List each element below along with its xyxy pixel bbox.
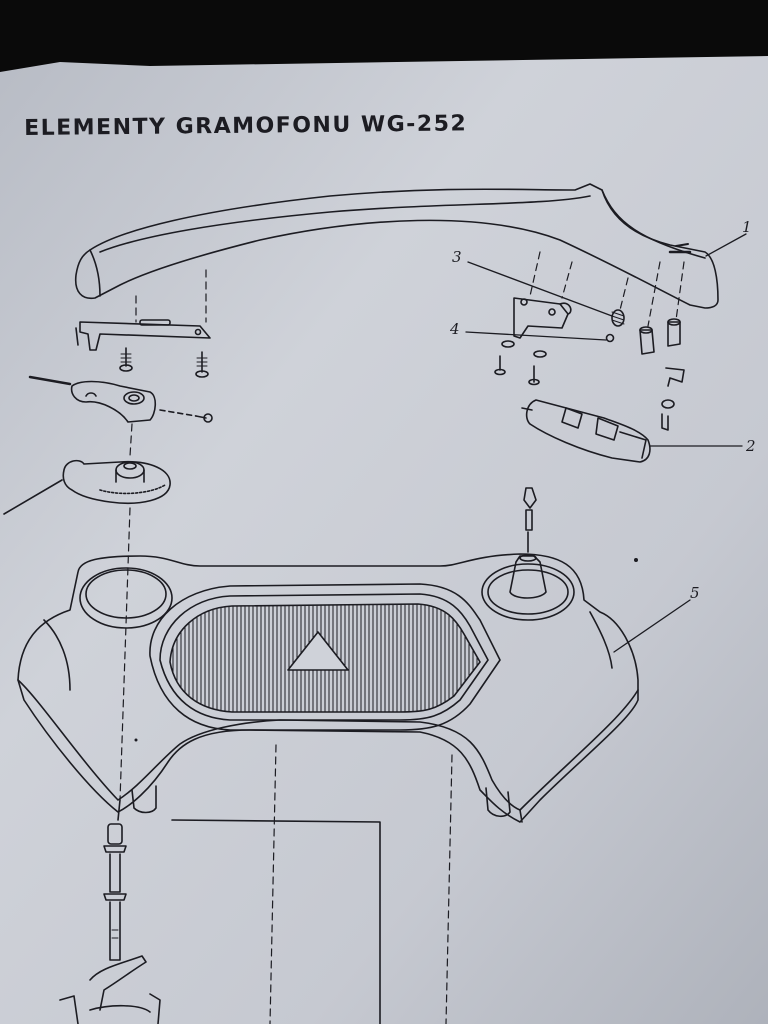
- callout-2: 2: [649, 437, 756, 455]
- right-bracket: [513, 297, 572, 339]
- left-bracket-plate: [75, 319, 211, 351]
- lever-arm: [28, 375, 213, 423]
- callout-3: 3: [452, 248, 613, 317]
- lower-bracket: [59, 819, 381, 1024]
- ink-speck: [134, 738, 138, 742]
- screw-left-1: [119, 347, 133, 372]
- ink-speck: [634, 558, 638, 562]
- callout-label-5: 5: [690, 584, 700, 602]
- washer-screws-right: [494, 340, 547, 386]
- screw-left-2: [195, 351, 209, 378]
- callout-1: 1: [705, 218, 752, 257]
- callout-label-3: 3: [452, 248, 462, 266]
- part-1-cover-arm: [74, 183, 719, 309]
- callout-label-1: 1: [742, 218, 752, 236]
- assembly-lines-right: [529, 251, 685, 327]
- spring-part-3: [605, 309, 625, 343]
- callout-label-4: 4: [449, 320, 460, 338]
- lower-shaft-assembly: [103, 823, 127, 961]
- part-5-base: [17, 553, 639, 823]
- spindle-pin: [523, 487, 537, 553]
- callout-label-2: 2: [745, 437, 756, 455]
- callout-5: 5: [613, 584, 700, 653]
- part-2-stylus-cartridge: [521, 399, 651, 463]
- cylinder-pins: [639, 318, 685, 431]
- cam-disc: [3, 459, 171, 515]
- callout-4: 4: [449, 320, 607, 341]
